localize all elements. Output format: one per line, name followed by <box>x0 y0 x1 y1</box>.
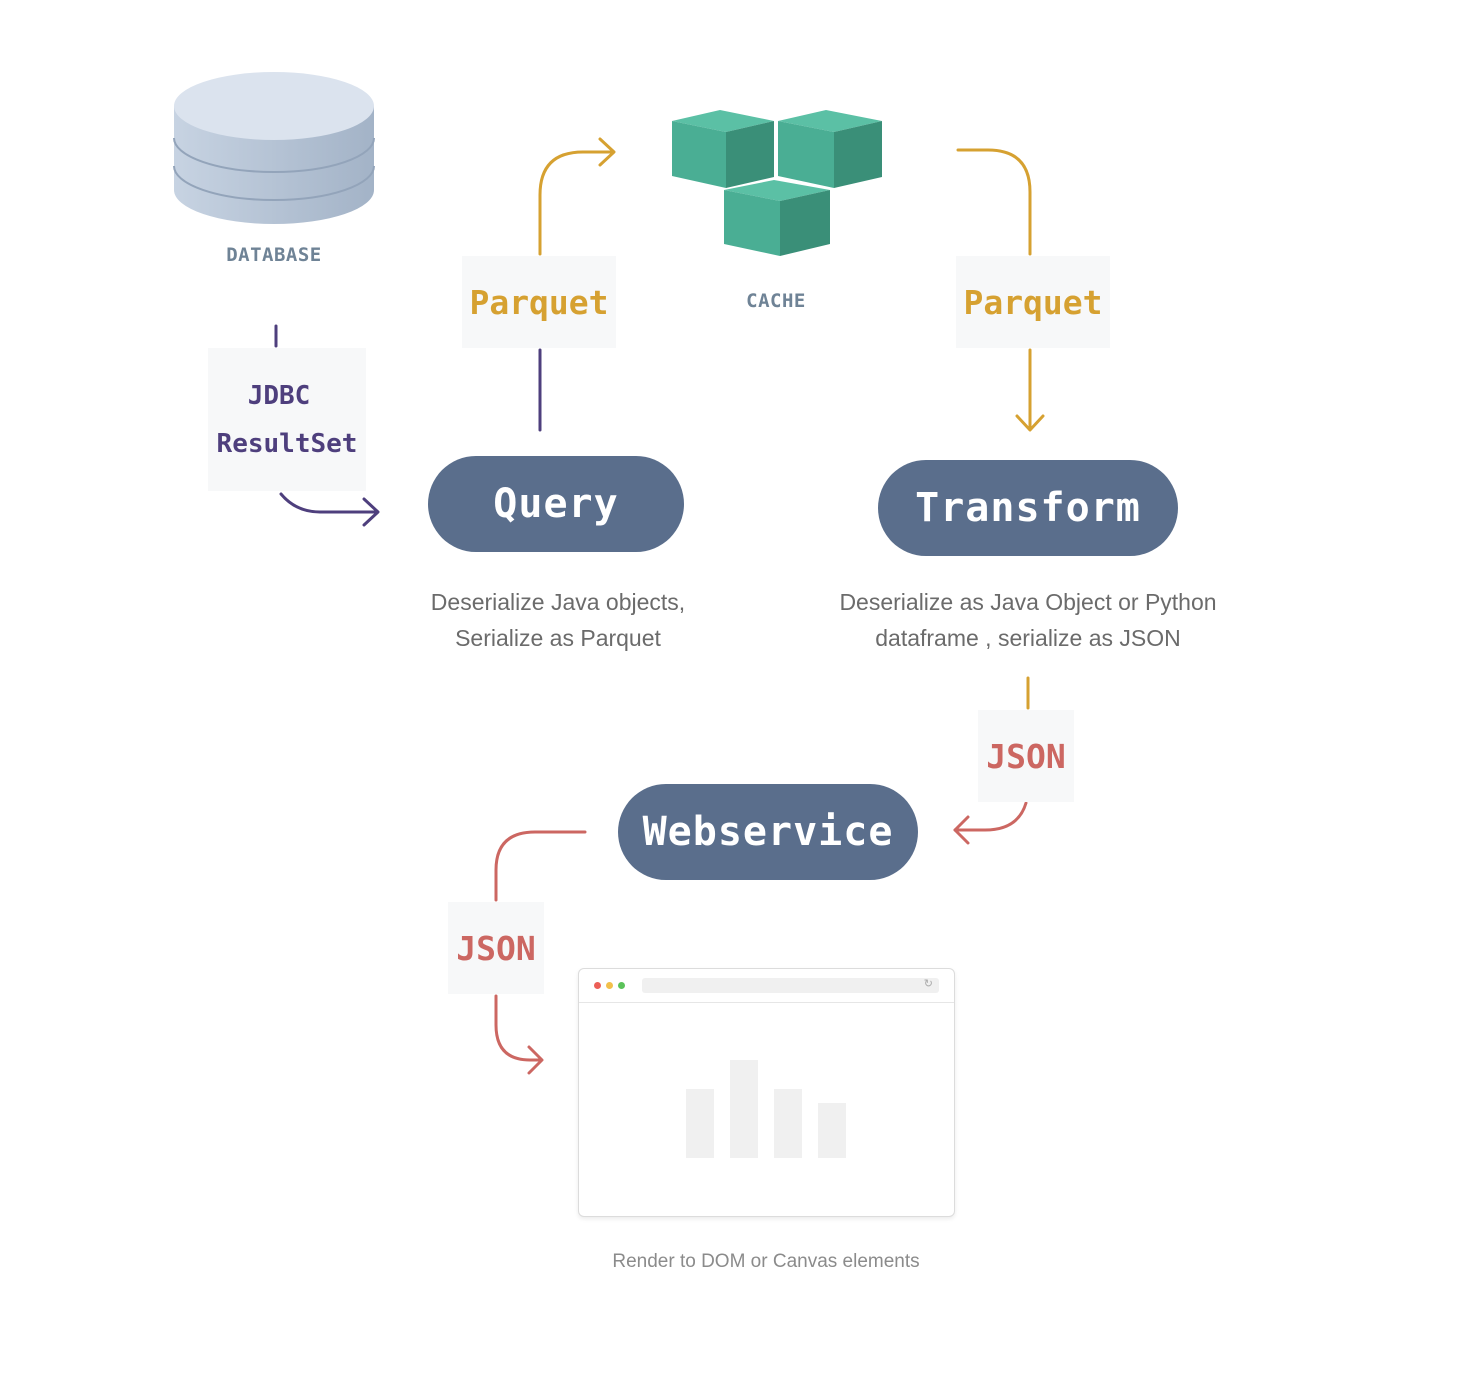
edge-query-cache <box>538 137 616 432</box>
browser-maximize-dot <box>618 982 625 989</box>
browser-chart-bar <box>818 1103 846 1158</box>
edge-transform-webservice <box>953 676 1030 845</box>
jdbc-resultset-label: JDBC ResultSet <box>208 348 366 491</box>
browser-close-dot <box>594 982 601 989</box>
transform-description: Deserialize as Java Object or Python dat… <box>808 584 1248 656</box>
browser-caption: Render to DOM or Canvas elements <box>612 1251 920 1272</box>
browser-toolbar: ↻ <box>579 969 954 1003</box>
transform-description-line2: dataframe , serialize as JSON <box>875 625 1181 651</box>
browser-chart-bar <box>686 1089 714 1158</box>
query-description-line1: Deserialize Java objects, <box>430 589 686 615</box>
cache-cubes-icon <box>672 110 882 256</box>
query-description-line2: Serialize as Parquet <box>455 625 661 651</box>
browser-chart-bar <box>774 1089 802 1158</box>
edge-database-query <box>274 324 380 527</box>
edge-webservice-browser <box>494 830 587 1075</box>
transform-description-line1: Deserialize as Java Object or Python <box>839 589 1217 615</box>
json-label-transform-webservice: JSON <box>978 710 1074 802</box>
browser-minimize-dot <box>606 982 613 989</box>
jdbc-label-line2: ResultSet <box>216 428 358 459</box>
parquet-label-cache-transform: Parquet <box>956 256 1110 348</box>
cache-label: CACHE <box>746 290 806 312</box>
parquet-label-query-cache: Parquet <box>462 256 616 348</box>
json-label-webservice-browser: JSON <box>448 902 544 994</box>
edge-cache-transform <box>956 148 1045 432</box>
jdbc-label-line1: JDBC <box>247 380 311 411</box>
query-description: Deserialize Java objects, Serialize as P… <box>378 584 738 656</box>
query-node: Query <box>428 456 684 552</box>
browser-url-bar: ↻ <box>642 977 939 993</box>
transform-node: Transform <box>878 460 1178 556</box>
database-label: DATABASE <box>226 244 322 266</box>
browser-window-icon: ↻ <box>578 968 955 1217</box>
browser-chart-bar <box>730 1060 758 1158</box>
database-icon <box>173 72 375 224</box>
webservice-node: Webservice <box>618 784 918 880</box>
reload-icon: ↻ <box>923 977 933 990</box>
